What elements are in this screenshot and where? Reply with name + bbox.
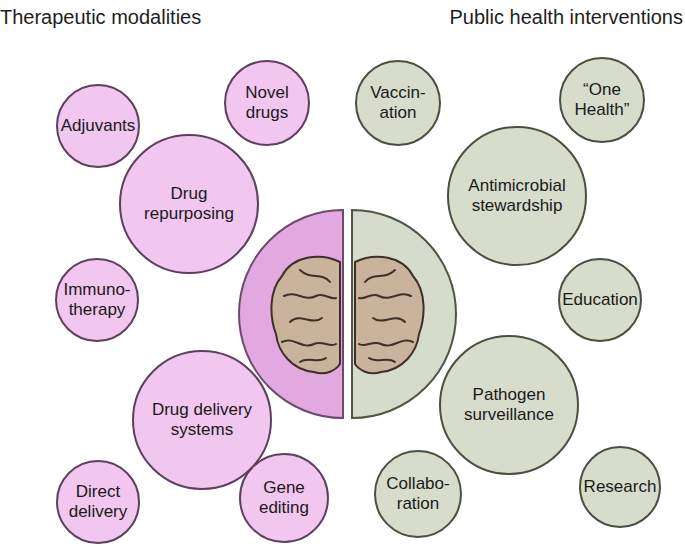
circle-text-box: Antimicrobial stewardship: [447, 126, 587, 266]
circle-label: Drug repurposing: [130, 184, 248, 225]
circle-shape: [57, 461, 139, 543]
topic-circle: Immuno- therapy: [55, 258, 139, 342]
circle-shape: [580, 447, 660, 527]
circle-shape: [448, 127, 586, 265]
brain-folds: [282, 270, 413, 362]
circle-text-box: Novel drugs: [224, 60, 310, 146]
circle-text-box: Gene editing: [239, 453, 329, 543]
circle-shape: [375, 451, 461, 537]
brain-fold: [284, 294, 336, 298]
circle-text-box: Drug repurposing: [119, 134, 259, 274]
circle-label: Direct delivery: [60, 482, 136, 523]
brain-fold: [290, 318, 322, 322]
section-heading: Therapeutic modalities: [0, 6, 201, 29]
topic-circle: Drug repurposing: [119, 134, 259, 274]
topic-circle: Gene editing: [239, 453, 329, 543]
circle-label: Adjuvants: [59, 116, 137, 136]
circle-label: Education: [560, 290, 640, 310]
circle-text-box: Research: [579, 446, 661, 528]
circle-label: Antimicrobial stewardship: [457, 176, 577, 217]
circle-shape: [559, 259, 641, 341]
circle-label: Novel drugs: [229, 83, 305, 124]
circle-shape: [356, 61, 440, 145]
circle-label: Research: [581, 477, 659, 497]
brain-fold: [300, 270, 330, 282]
topic-circle: Novel drugs: [224, 60, 310, 146]
circle-text-box: Pathogen surveillance: [439, 335, 579, 475]
brain-left-hemisphere: [271, 257, 340, 374]
circle-label: Vaccin- ation: [359, 83, 437, 124]
circle-shape: [240, 454, 328, 542]
circle-text-box: Vaccin- ation: [355, 60, 441, 146]
brain-right-hemisphere: [355, 257, 424, 374]
circle-text-box: Adjuvants: [56, 84, 140, 168]
topic-circle: Education: [558, 258, 642, 342]
circle-shape: [440, 336, 578, 474]
brain-fold: [359, 340, 413, 345]
right-half-circle: [352, 210, 456, 418]
circle-shape: [560, 58, 644, 142]
circle-label: Drug delivery systems: [142, 400, 262, 441]
circle-text-box: Education: [558, 258, 642, 342]
circle-text-box: Collabo- ration: [374, 450, 462, 538]
topic-circle: Adjuvants: [56, 84, 140, 168]
brain-fold: [282, 340, 336, 345]
brain-fold: [359, 294, 411, 298]
topic-circle: Antimicrobial stewardship: [447, 126, 587, 266]
circle-shape: [56, 259, 138, 341]
circle-shape: [57, 85, 139, 167]
circle-label: Gene editing: [246, 478, 322, 519]
brain-fold: [365, 270, 395, 282]
topic-circle: Pathogen surveillance: [439, 335, 579, 475]
brain-fold: [300, 358, 326, 362]
circle-label: Collabo- ration: [379, 474, 457, 515]
circle-text-box: “One Health”: [559, 57, 645, 143]
section-heading: Public health interventions: [450, 6, 683, 29]
brain-fold: [369, 358, 395, 362]
circle-shape: [120, 135, 258, 273]
topic-circle: Vaccin- ation: [355, 60, 441, 146]
circle-text-box: Immuno- therapy: [55, 258, 139, 342]
topic-circle: Direct delivery: [56, 460, 140, 544]
topic-circle: “One Health”: [559, 57, 645, 143]
circle-label: “One Health”: [562, 80, 642, 121]
topic-circle: Collabo- ration: [374, 450, 462, 538]
brain-fold: [373, 318, 405, 322]
circle-text-box: Direct delivery: [56, 460, 140, 544]
circle-label: Immuno- therapy: [58, 280, 136, 321]
circle-label: Pathogen surveillance: [449, 385, 569, 426]
circle-shape: [225, 61, 309, 145]
topic-circle: Research: [579, 446, 661, 528]
